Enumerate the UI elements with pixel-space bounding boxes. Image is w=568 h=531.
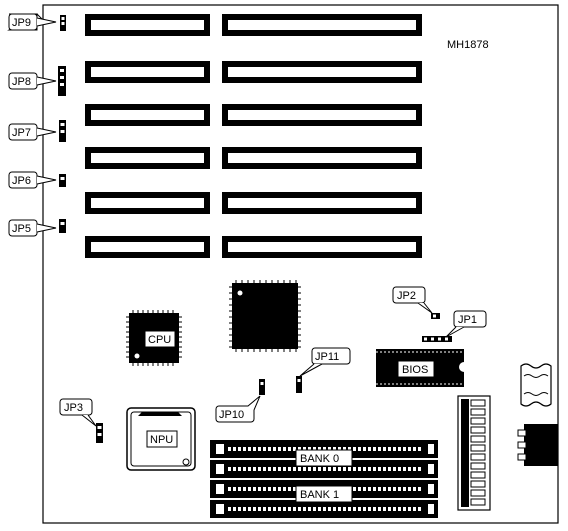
label-jp9: JP9 [12, 17, 31, 29]
jumper-block-jp11 [296, 376, 302, 393]
callout-jp11: JP11 [299, 347, 351, 377]
jumper-block-jp6 [59, 174, 66, 187]
jumper-block-jp9 [60, 15, 66, 31]
jumper-block-jp8 [58, 66, 66, 96]
callout-jp10: JP10 [215, 395, 261, 423]
callout-jp2: JP2 [392, 286, 433, 314]
simm-slot [210, 500, 438, 518]
keyboard-connector [517, 424, 558, 466]
label-jp1: JP1 [458, 314, 477, 326]
jumper-block-jp7 [59, 120, 66, 142]
bios-label: BIOS [402, 364, 428, 376]
label-jp10: JP10 [219, 409, 244, 421]
jumper-block-jp1 [422, 336, 452, 342]
bank1-label: BANK 1 [300, 489, 339, 501]
label-jp7: JP7 [12, 127, 31, 139]
label-jp3: JP3 [64, 402, 83, 414]
power-connector [457, 395, 491, 511]
callout-jp1: JP1 [445, 310, 487, 338]
label-jp2: JP2 [397, 290, 416, 302]
memory-banks: BANK 0 BANK 1 [210, 440, 438, 518]
bios-chip: BIOS [376, 349, 464, 387]
chipset [229, 280, 301, 352]
cpu-chip: CPU [126, 310, 182, 366]
callout-jp9: JP9 [7, 13, 57, 31]
label-jp11: JP11 [315, 351, 339, 363]
callout-jp7: JP7 [8, 123, 57, 141]
label-jp5: JP5 [12, 223, 31, 235]
callout-jp5: JP5 [8, 219, 57, 237]
label-jp8: JP8 [12, 76, 31, 88]
callout-jp6: JP6 [8, 171, 57, 189]
jumper-block-jp3 [96, 423, 103, 443]
npu-socket: NPU [126, 407, 196, 471]
simm-slot [210, 460, 438, 478]
battery [520, 363, 552, 407]
expansion-slots [85, 14, 422, 258]
jumper-block-jp5 [59, 219, 66, 233]
jumper-block-jp2 [431, 313, 440, 319]
jumper-block-jp10 [259, 379, 265, 395]
callout-jp8: JP8 [8, 72, 57, 90]
model-code: MH1878 [447, 39, 489, 51]
cpu-label: CPU [148, 334, 171, 346]
simm-slot [210, 440, 438, 458]
bank0-label: BANK 0 [300, 453, 339, 465]
callout-jp3: JP3 [59, 398, 97, 427]
label-jp6: JP6 [12, 175, 31, 187]
npu-label: NPU [150, 434, 173, 446]
